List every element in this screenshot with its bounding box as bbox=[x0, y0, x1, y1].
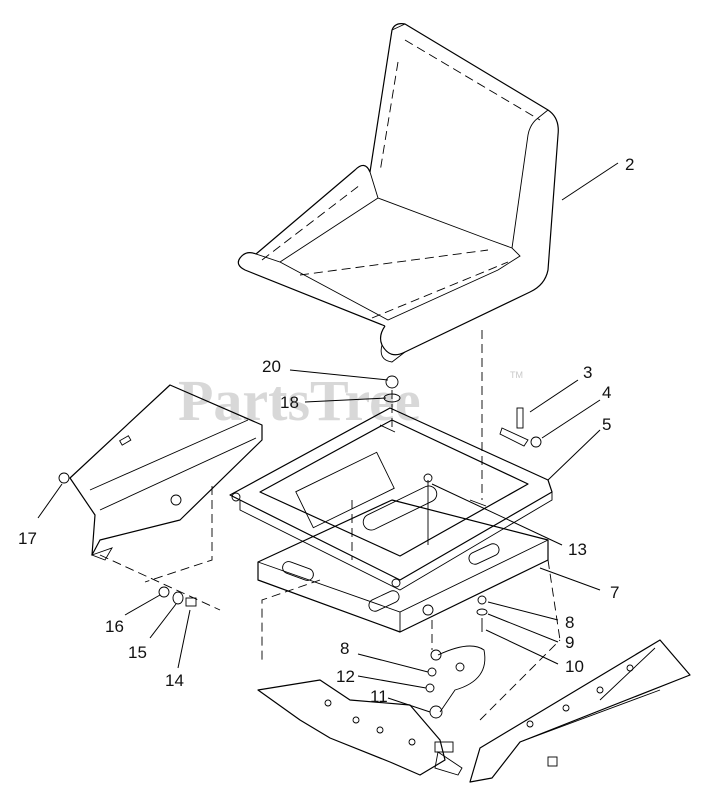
lower-left-plate-part bbox=[257, 679, 463, 776]
watermark-tm: TM bbox=[510, 370, 523, 380]
callout-2: 2 bbox=[625, 155, 634, 174]
callout-10: 10 bbox=[565, 657, 584, 676]
callout-16: 16 bbox=[105, 617, 124, 636]
callout-5: 5 bbox=[602, 415, 611, 434]
left-bracket-part bbox=[69, 384, 263, 561]
callout-18: 18 bbox=[280, 393, 299, 412]
watermark: PartsTree TM bbox=[178, 368, 523, 433]
leader-lines bbox=[37, 162, 619, 713]
callout-15: 15 bbox=[128, 643, 147, 662]
watermark-text: PartsTree bbox=[178, 368, 421, 433]
callout-8-right: 8 bbox=[565, 613, 574, 632]
callout-3: 3 bbox=[583, 363, 592, 382]
seat-part bbox=[237, 23, 559, 363]
callout-17: 17 bbox=[18, 529, 37, 548]
callout-9: 9 bbox=[565, 633, 574, 652]
callout-11: 11 bbox=[370, 687, 388, 706]
callout-20: 20 bbox=[262, 357, 281, 376]
callout-7: 7 bbox=[610, 583, 619, 602]
lower-right-plate-part bbox=[469, 639, 691, 783]
callout-12: 12 bbox=[336, 667, 355, 686]
callout-14: 14 bbox=[165, 671, 184, 690]
callout-13: 13 bbox=[568, 540, 587, 559]
callout-4: 4 bbox=[602, 383, 611, 402]
callout-labels: 2 3 4 5 20 18 17 13 7 8 9 10 16 15 14 8 … bbox=[18, 155, 634, 706]
callout-8-left: 8 bbox=[340, 639, 349, 658]
seat-pan-part bbox=[229, 407, 553, 591]
assembly-lines bbox=[99, 330, 561, 721]
